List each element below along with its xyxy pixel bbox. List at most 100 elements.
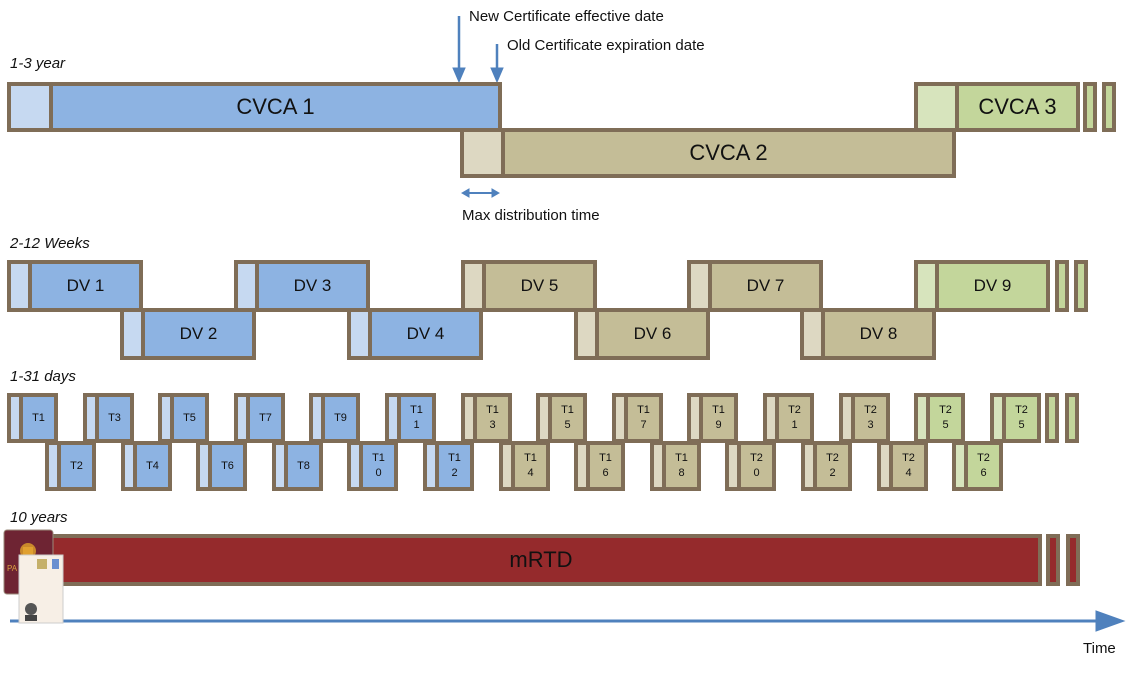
terminal-label: T1 9 xyxy=(703,397,734,439)
passport-and-id-card-icon: PA xyxy=(3,529,64,624)
old-cert-expiration-label: Old Certificate expiration date xyxy=(507,37,705,54)
terminal-distribution-segment xyxy=(994,397,1006,439)
terminal-label: T1 4 xyxy=(515,445,546,487)
terminal-label: T6 xyxy=(212,445,243,487)
max-distribution-double-arrow-icon xyxy=(460,188,501,198)
terminal-distribution-segment xyxy=(465,397,477,439)
cvca-1-bar: CVCA 1 xyxy=(7,82,502,132)
dv-label: DV 5 xyxy=(486,264,593,308)
mrtd-continuation-mark xyxy=(1046,534,1060,586)
terminal-distribution-segment xyxy=(843,397,855,439)
terminal-label: T3 xyxy=(99,397,130,439)
terminal-label: T2 6 xyxy=(968,445,999,487)
terminal-box: T1 9 xyxy=(687,393,738,443)
terminal-distribution-segment xyxy=(503,445,515,487)
terminal-distribution-segment xyxy=(578,445,590,487)
terminal-label: T2 1 xyxy=(779,397,810,439)
dv-distribution-segment xyxy=(918,264,939,308)
terminal-label: T2 5 xyxy=(1006,397,1037,439)
terminal-label: T2 0 xyxy=(741,445,772,487)
dv-label: DV 8 xyxy=(825,312,932,356)
terminal-box: T9 xyxy=(309,393,360,443)
dv-row-label: 2-12 Weeks xyxy=(10,235,90,252)
cvca-2-distribution-segment xyxy=(464,132,505,174)
terminal-distribution-segment xyxy=(881,445,893,487)
terminal-label: T1 0 xyxy=(363,445,394,487)
terminal-distribution-segment xyxy=(125,445,137,487)
terminal-distribution-segment xyxy=(238,397,250,439)
terminal-distribution-segment xyxy=(691,397,703,439)
dv-6-bar: DV 6 xyxy=(574,308,710,360)
cvca-3-label: CVCA 3 xyxy=(959,86,1076,128)
terminal-box: T1 xyxy=(7,393,58,443)
terminal-box: T5 xyxy=(158,393,209,443)
terminal-box: T1 5 xyxy=(536,393,587,443)
cvca-1-distribution-segment xyxy=(11,86,53,128)
terminal-label: T4 xyxy=(137,445,168,487)
mrtd-label: mRTD xyxy=(44,538,1038,582)
dv-5-bar: DV 5 xyxy=(461,260,597,312)
cvca-row-label: 1-3 year xyxy=(10,55,66,72)
mrtd-continuation-mark xyxy=(1066,534,1080,586)
dv-label: DV 1 xyxy=(32,264,139,308)
time-axis-label: Time xyxy=(1083,640,1116,657)
terminal-box: T4 xyxy=(121,441,172,491)
dv-2-bar: DV 2 xyxy=(120,308,256,360)
terminal-distribution-segment xyxy=(654,445,666,487)
terminal-distribution-segment xyxy=(11,397,23,439)
terminal-box: T1 1 xyxy=(385,393,436,443)
terminal-label: T7 xyxy=(250,397,281,439)
terminal-distribution-segment xyxy=(49,445,61,487)
dv-9-bar: DV 9 xyxy=(914,260,1050,312)
dv-distribution-segment xyxy=(465,264,486,308)
terminal-box: T3 xyxy=(83,393,134,443)
terminal-distribution-segment xyxy=(389,397,401,439)
terminal-label: T1 xyxy=(23,397,54,439)
terminal-label: T1 6 xyxy=(590,445,621,487)
cvca-3-distribution-segment xyxy=(918,86,959,128)
terminal-label: T8 xyxy=(288,445,319,487)
cvca-2-label: CVCA 2 xyxy=(505,132,952,174)
terminal-label: T1 8 xyxy=(666,445,697,487)
terminal-distribution-segment xyxy=(200,445,212,487)
terminal-distribution-segment xyxy=(729,445,741,487)
terminal-distribution-segment xyxy=(162,397,174,439)
dv-label: DV 7 xyxy=(712,264,819,308)
max-distribution-label: Max distribution time xyxy=(462,207,600,224)
terminal-distribution-segment xyxy=(767,397,779,439)
terminal-distribution-segment xyxy=(805,445,817,487)
terminal-box: T2 1 xyxy=(763,393,814,443)
terminal-label: T2 3 xyxy=(855,397,886,439)
dv-label: DV 4 xyxy=(372,312,479,356)
terminal-box: T1 6 xyxy=(574,441,625,491)
terminal-box: T6 xyxy=(196,441,247,491)
terminal-box: T2 xyxy=(45,441,96,491)
terminal-box: T2 4 xyxy=(877,441,928,491)
dv-distribution-segment xyxy=(238,264,259,308)
mrtd-row-label: 10 years xyxy=(10,509,68,526)
dv-distribution-segment xyxy=(578,312,599,356)
dv-distribution-segment xyxy=(11,264,32,308)
time-axis-arrow-icon xyxy=(10,610,1126,632)
dv-label: DV 6 xyxy=(599,312,706,356)
terminal-distribution-segment xyxy=(540,397,552,439)
old-cert-arrow-icon xyxy=(490,44,504,84)
terminal-label: T1 1 xyxy=(401,397,432,439)
terminal-label: T9 xyxy=(325,397,356,439)
dv-8-bar: DV 8 xyxy=(800,308,936,360)
terminal-box: T1 4 xyxy=(499,441,550,491)
dv-distribution-segment xyxy=(351,312,372,356)
terminal-box: T7 xyxy=(234,393,285,443)
terminal-box: T2 5 xyxy=(914,393,965,443)
terminal-box: T1 3 xyxy=(461,393,512,443)
terminal-continuation-mark xyxy=(1065,393,1079,443)
terminal-label: T2 5 xyxy=(930,397,961,439)
dv-continuation-mark xyxy=(1074,260,1088,312)
terminal-distribution-segment xyxy=(87,397,99,439)
terminal-distribution-segment xyxy=(351,445,363,487)
dv-continuation-mark xyxy=(1055,260,1069,312)
cvca-continuation-mark xyxy=(1083,82,1097,132)
new-cert-effective-label: New Certificate effective date xyxy=(469,8,664,25)
